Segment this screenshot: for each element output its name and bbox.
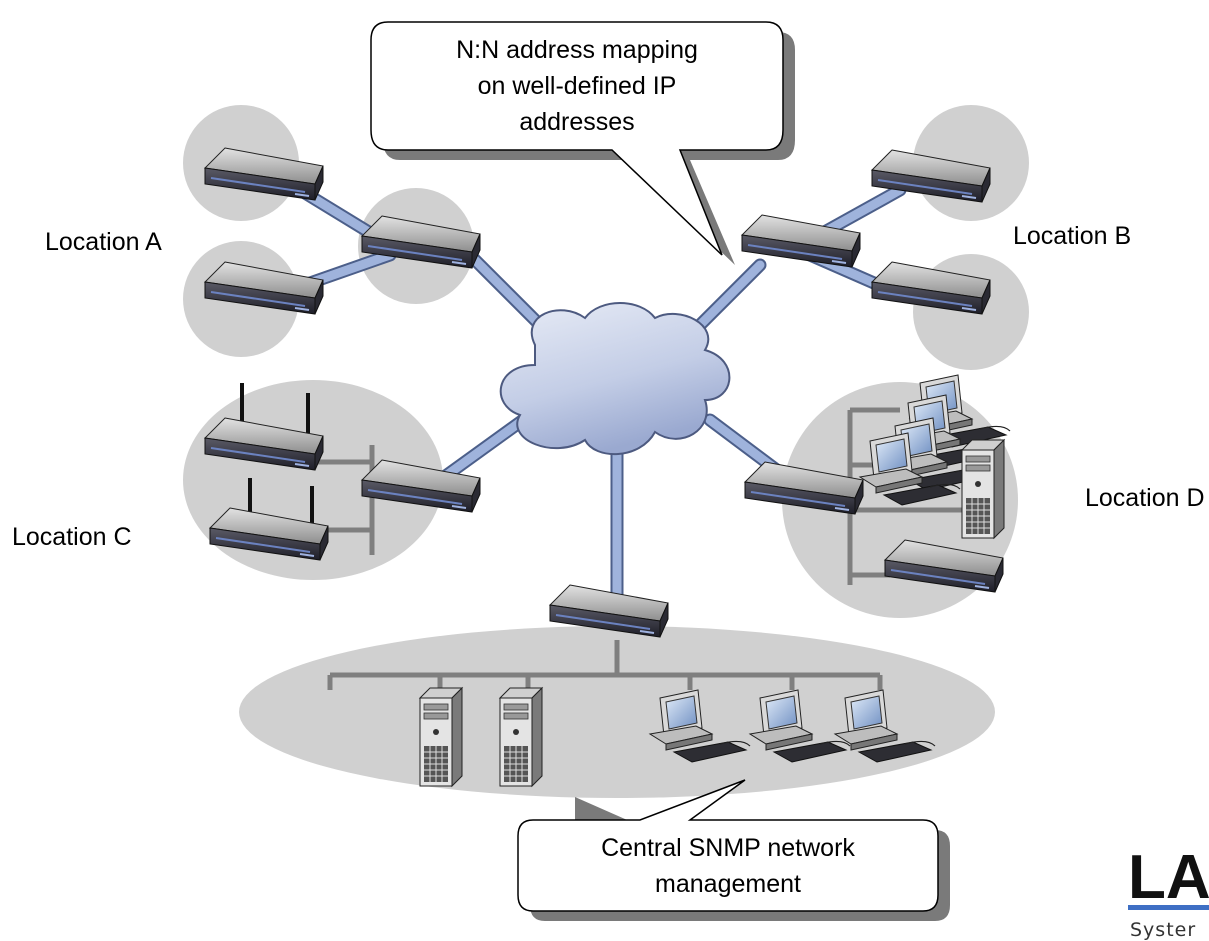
logo-subtext: Syster [1130, 919, 1196, 941]
callout-top-line-3: addresses [519, 108, 634, 136]
server-central-1 [419, 687, 463, 787]
location-b-zones [913, 105, 1029, 370]
callout-bottom-line-2: management [655, 870, 801, 898]
internet-cloud [499, 302, 731, 455]
callout-top-line-2: on well-defined IP [478, 72, 677, 100]
callout-top-line-1: N:N address mapping [456, 36, 698, 64]
server-location-d [961, 439, 1005, 539]
company-logo: LA Syster [1128, 843, 1209, 941]
label-location-a: Location A [45, 228, 162, 256]
callout-snmp-management: Central SNMP network management [517, 779, 950, 921]
label-location-b: Location B [1013, 222, 1131, 250]
server-central-2 [499, 687, 543, 787]
label-location-d: Location D [1085, 484, 1205, 512]
callout-address-mapping: N:N address mapping on well-defined IP a… [370, 21, 795, 265]
logo-bar [1128, 905, 1209, 910]
callout-bottom-line-1: Central SNMP network [601, 834, 855, 862]
logo-text: LA [1128, 843, 1209, 912]
label-location-c: Location C [12, 523, 132, 551]
